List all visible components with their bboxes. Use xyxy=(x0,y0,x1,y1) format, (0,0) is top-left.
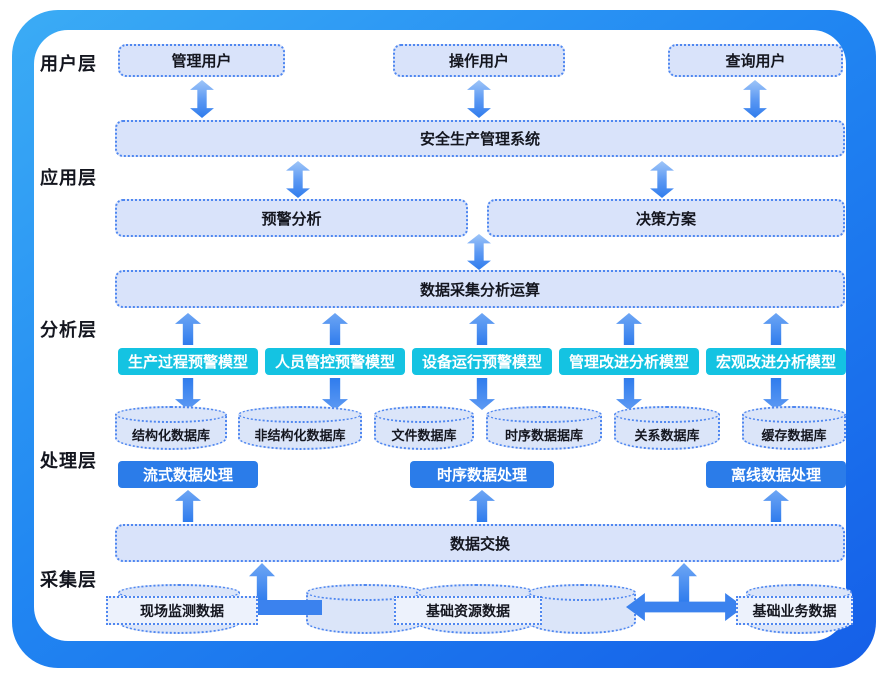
layer-label-user: 用户层 xyxy=(40,54,97,74)
box-warning-analysis: 预警分析 xyxy=(115,199,468,237)
db-label: 缓存数据库 xyxy=(761,427,827,443)
double-arrow-vertical xyxy=(743,80,767,118)
cylinder-cap xyxy=(742,406,846,423)
box-safety-production-system: 安全生产管理系统 xyxy=(115,120,845,157)
box-decision-plan: 决策方案 xyxy=(487,199,845,237)
processor-box-timeseries: 时序数据处理 xyxy=(410,461,554,488)
cylinder-cap xyxy=(115,406,227,423)
box-query-user: 查询用户 xyxy=(668,44,843,77)
cylinder-cap xyxy=(486,406,602,423)
processor-box-offline: 离线数据处理 xyxy=(706,461,846,488)
double-arrow-vertical xyxy=(190,80,214,118)
layer-label-app: 应用层 xyxy=(40,168,97,188)
source-cylinder-basic-resource-3 xyxy=(528,584,636,634)
source-label-basic-resource: 基础资源数据 xyxy=(394,596,542,625)
model-box-equipment-warning: 设备运行预警模型 xyxy=(412,348,552,375)
double-arrow-vertical xyxy=(467,80,491,118)
db-label: 关系数据库 xyxy=(634,427,700,443)
model-box-management-analysis: 管理改进分析模型 xyxy=(559,348,699,375)
db-cylinder-timeseries: 时序数据据库 xyxy=(486,406,602,450)
db-label: 时序数据据库 xyxy=(504,427,583,443)
cylinder-cap xyxy=(374,406,474,423)
db-cylinder-structured: 结构化数据库 xyxy=(115,406,227,450)
double-arrow-vertical xyxy=(286,161,310,198)
db-cylinder-file: 文件数据库 xyxy=(374,406,474,450)
layer-label-collect: 采集层 xyxy=(40,570,97,590)
layer-label-process: 处理层 xyxy=(40,451,97,471)
processor-box-stream: 流式数据处理 xyxy=(118,461,258,488)
model-box-macro-analysis: 宏观改进分析模型 xyxy=(706,348,846,375)
db-cylinder-cache: 缓存数据库 xyxy=(742,406,846,450)
db-cylinder-relational: 关系数据库 xyxy=(614,406,720,450)
db-label: 结构化数据库 xyxy=(131,427,210,443)
box-admin-user: 管理用户 xyxy=(118,44,285,77)
box-operation-user: 操作用户 xyxy=(393,44,565,77)
double-arrow-vertical xyxy=(650,161,674,198)
source-label-site-monitoring: 现场监测数据 xyxy=(106,596,258,625)
box-data-collect-compute: 数据采集分析运算 xyxy=(115,270,845,308)
db-label: 非结构化数据库 xyxy=(254,427,346,443)
box-data-exchange: 数据交换 xyxy=(115,524,845,562)
model-box-personnel-warning: 人员管控预警模型 xyxy=(265,348,405,375)
db-label: 文件数据库 xyxy=(391,427,457,443)
layer-label-analysis: 分析层 xyxy=(40,320,97,340)
cylinder-cap xyxy=(238,406,362,423)
db-cylinder-unstructured: 非结构化数据库 xyxy=(238,406,362,450)
cylinder-cap xyxy=(528,584,636,601)
cylinder-cap xyxy=(614,406,720,423)
double-arrow-vertical xyxy=(467,234,491,270)
model-box-production-warning: 生产过程预警模型 xyxy=(118,348,258,375)
source-label-basic-business: 基础业务数据 xyxy=(736,596,853,625)
